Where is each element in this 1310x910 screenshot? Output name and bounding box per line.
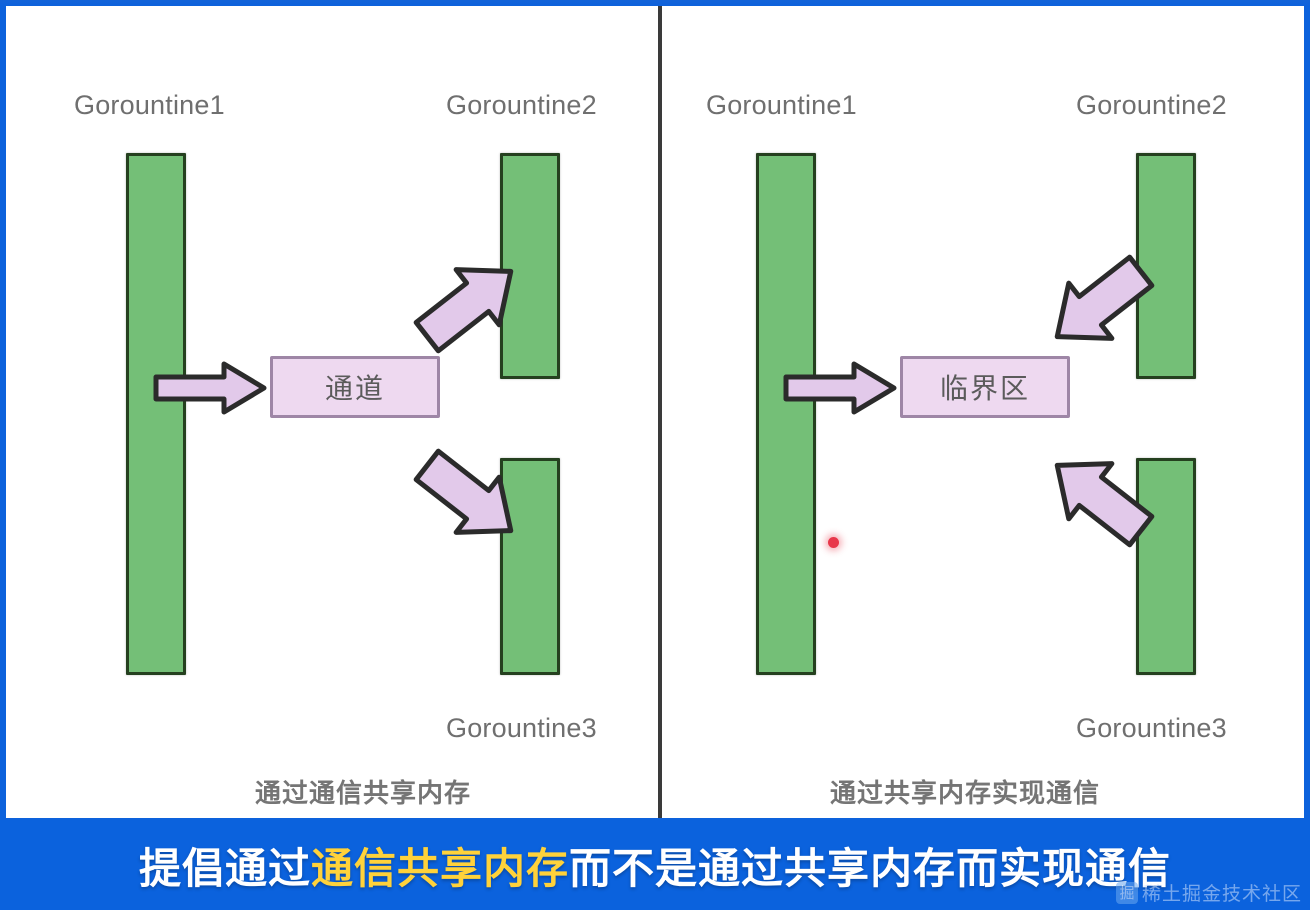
panel-communicate-to-share-memory: Gorountine1 Gorountine2 Gorountine3 通道 (6, 6, 658, 818)
watermark-logo-icon: 掘 (1115, 881, 1138, 904)
watermark: 掘 稀土掘金技术社区 (1115, 879, 1302, 906)
panel-share-memory-to-communicate: Gorountine1 Gorountine2 Gorountine3 临界区 (662, 6, 1304, 818)
panel-divider (658, 6, 662, 818)
gorountine1-bar (756, 153, 816, 675)
panel-right-caption: 通过共享内存实现通信 (830, 779, 1101, 809)
gorountine1-label: Gorountine1 (74, 90, 225, 120)
gorountine3-label: Gorountine3 (446, 713, 597, 743)
gorountine3-label: Gorountine3 (1076, 713, 1227, 743)
banner-text-suffix: 而不是通过共享内存而实现通信 (569, 843, 1172, 893)
diagram-canvas: Gorountine1 Gorountine2 Gorountine3 通道 (6, 6, 1304, 818)
gorountine3-bar (500, 458, 560, 675)
watermark-text: 稀土掘金技术社区 (1141, 883, 1302, 905)
channel-box: 通道 (270, 356, 440, 418)
gorountine2-bar (1136, 153, 1196, 379)
cursor-dot (828, 537, 839, 548)
panel-left-caption: 通过通信共享内存 (255, 779, 472, 809)
banner-text-highlight: 通信共享内存 (310, 843, 569, 893)
gorountine2-label: Gorountine2 (446, 90, 597, 120)
critical-section-box: 临界区 (900, 356, 1070, 418)
banner-text: 提倡通过通信共享内存而不是通过共享内存而实现通信 (139, 835, 1171, 896)
gorountine2-label: Gorountine2 (1076, 90, 1227, 120)
banner-text-prefix: 提倡通过 (138, 843, 311, 893)
gorountine2-bar (500, 153, 560, 379)
gorountine1-label: Gorountine1 (706, 90, 857, 120)
bottom-banner: 提倡通过通信共享内存而不是通过共享内存而实现通信 掘 稀土掘金技术社区 (0, 820, 1310, 910)
gorountine3-bar (1136, 458, 1196, 675)
gorountine1-bar (126, 153, 186, 675)
